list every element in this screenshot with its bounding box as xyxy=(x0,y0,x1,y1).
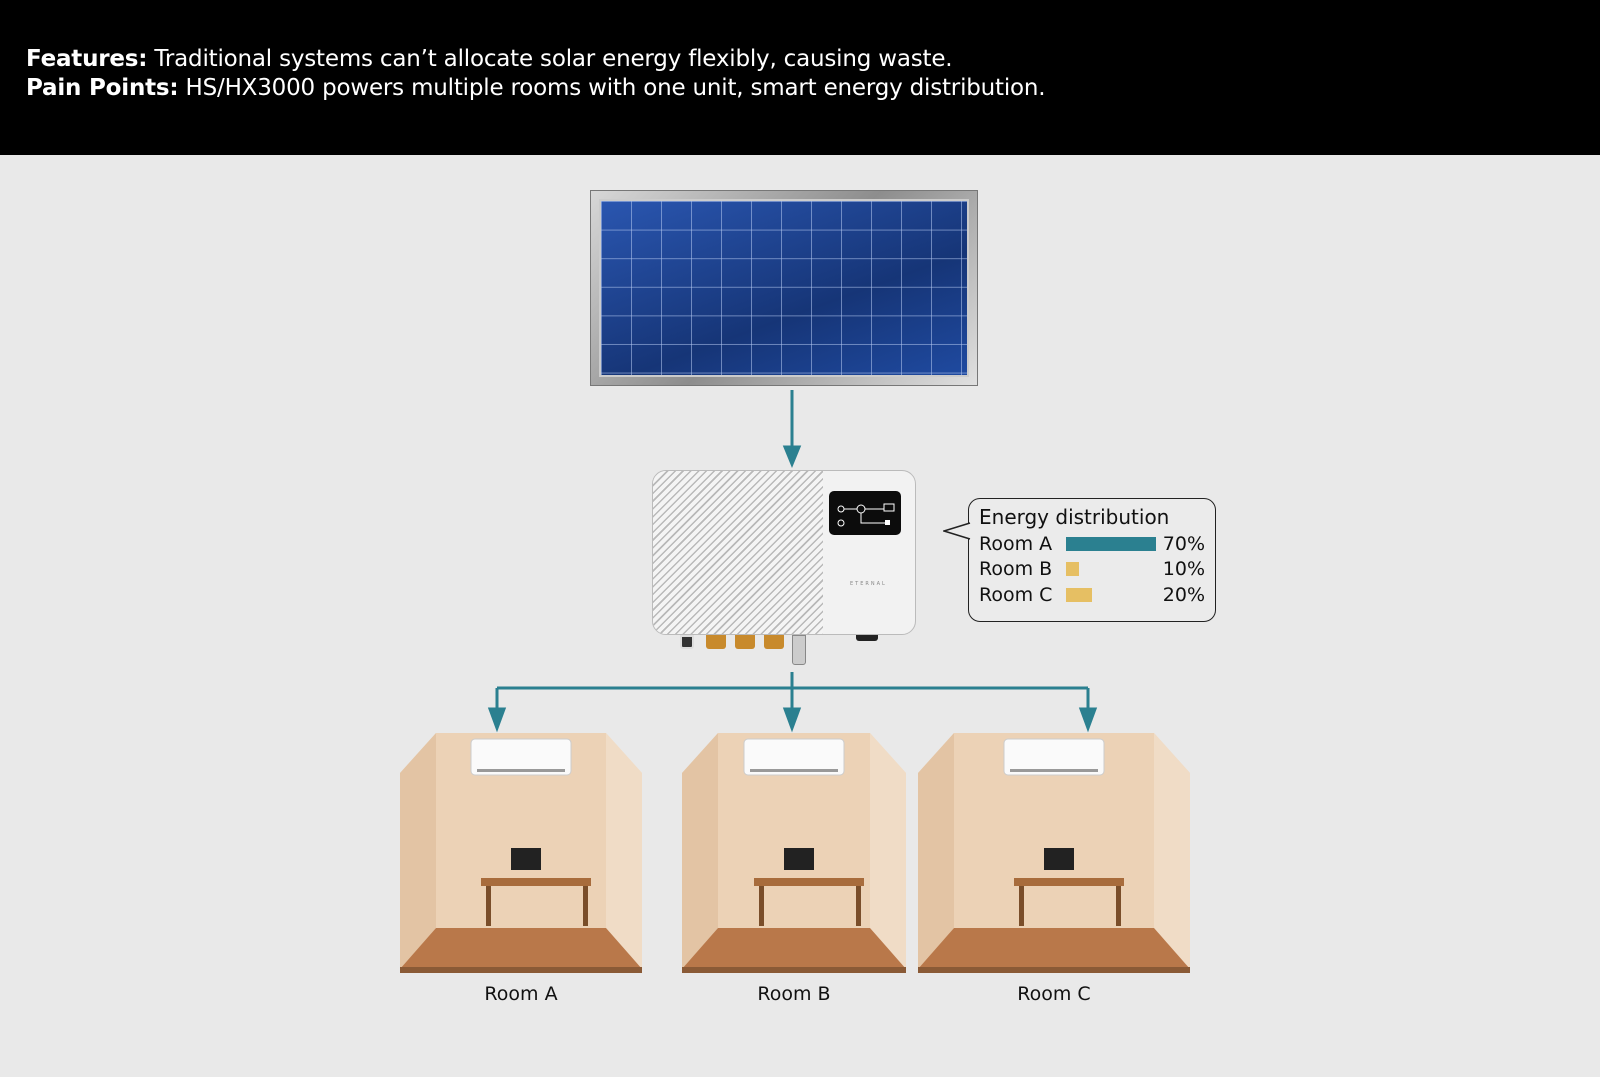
distribution-percent: 70% xyxy=(1162,532,1205,555)
distribution-row: Room C 20% xyxy=(979,582,1205,608)
room-label: Room B xyxy=(757,983,831,1005)
arrow-head-icon xyxy=(1078,707,1098,733)
solar-panel-image xyxy=(590,190,978,386)
features-line: Features: Traditional systems can’t allo… xyxy=(26,46,953,72)
room-label: Room C xyxy=(1017,983,1091,1005)
distribution-bar-track xyxy=(1066,587,1156,602)
room-b-illustration xyxy=(682,733,906,977)
distribution-bar xyxy=(1066,562,1079,577)
pain-points-text: HS/HX3000 powers multiple rooms with one… xyxy=(178,75,1046,101)
distribution-bar xyxy=(1066,536,1156,551)
callout-title: Energy distribution xyxy=(979,505,1170,529)
features-label: Features: xyxy=(26,46,148,72)
header-banner: Features: Traditional systems can’t allo… xyxy=(0,0,1600,155)
distribution-row: Room B 10% xyxy=(979,557,1205,583)
distribution-room-label: Room C xyxy=(979,583,1053,606)
distribution-percent: 10% xyxy=(1162,558,1205,581)
arrow-head-icon xyxy=(487,707,507,733)
inverter-image: ETERNAL xyxy=(652,470,916,635)
features-text: Traditional systems can’t allocate solar… xyxy=(147,46,953,72)
arrow-head-icon xyxy=(782,445,802,468)
distribution-room-label: Room B xyxy=(979,558,1053,581)
room-c-illustration xyxy=(918,733,1190,977)
room-label: Room A xyxy=(484,983,558,1005)
pain-points-label: Pain Points: xyxy=(26,75,179,101)
inverter-screen xyxy=(829,491,901,535)
distribution-bar-track xyxy=(1066,536,1156,551)
pain-points-line: Pain Points: HS/HX3000 powers multiple r… xyxy=(26,75,1046,101)
inverter-brand: ETERNAL xyxy=(850,581,887,587)
distribution-row: Room A 70% xyxy=(979,531,1205,557)
distribution-bar-track xyxy=(1066,562,1156,577)
distribution-percent: 20% xyxy=(1162,583,1205,606)
distribution-bar xyxy=(1066,587,1092,602)
arrow-head-icon xyxy=(782,707,802,733)
distribution-room-label: Room A xyxy=(979,532,1053,555)
room-a-illustration xyxy=(400,733,642,977)
energy-distribution-callout: Energy distribution Room A 70%Room B 10%… xyxy=(943,498,1216,622)
